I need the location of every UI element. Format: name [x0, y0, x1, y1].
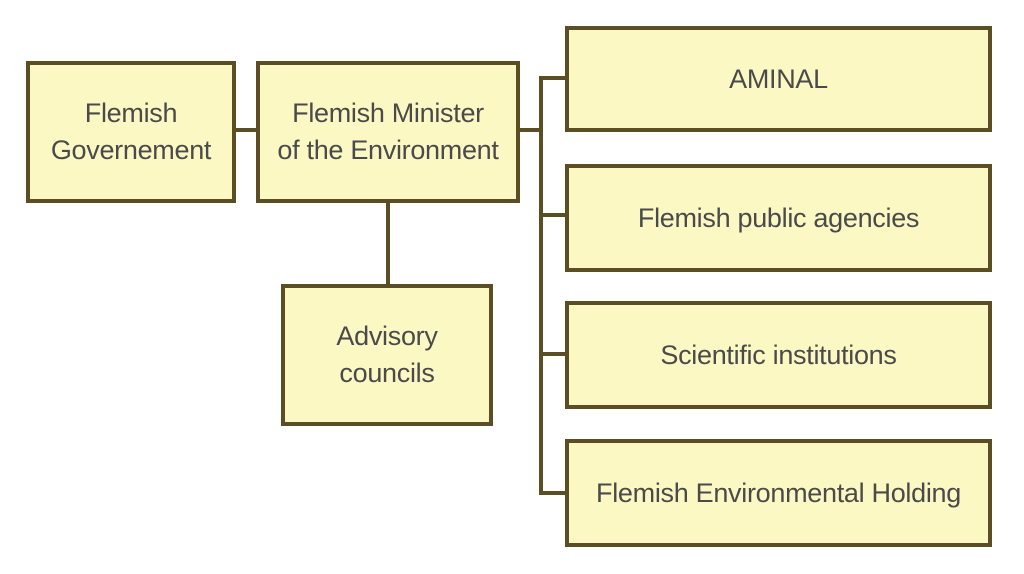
- connector-minister-advisory: [386, 200, 390, 287]
- connector-trunk-aminal: [539, 76, 569, 80]
- node-flemish-government-label: Flemish Governement: [50, 98, 212, 165]
- node-environmental-holding-label: Flemish Environmental Holding: [596, 477, 961, 508]
- connector-trunk-scientific-institutions: [539, 352, 569, 356]
- connector-minister-trunk: [516, 128, 542, 132]
- node-environmental-holding: Flemish Environmental Holding: [565, 439, 992, 547]
- node-public-agencies: Flemish public agencies: [565, 164, 992, 272]
- node-aminal: AMINAL: [565, 26, 992, 132]
- node-advisory-councils: Advisory councils: [281, 284, 493, 426]
- node-minister: Flemish Minister of the Environment: [256, 61, 520, 203]
- connector-vertical-trunk: [539, 76, 543, 495]
- node-advisory-councils-label: Advisory councils: [336, 321, 438, 388]
- connector-trunk-environmental-holding: [539, 491, 569, 495]
- node-public-agencies-label: Flemish public agencies: [637, 202, 920, 233]
- node-flemish-government: Flemish Governement: [26, 61, 236, 203]
- connector-trunk-public-agencies: [539, 213, 569, 217]
- connector-government-minister: [232, 128, 260, 132]
- node-scientific-institutions-label: Scientific institutions: [660, 339, 897, 370]
- node-aminal-label: AMINAL: [729, 63, 828, 94]
- node-scientific-institutions: Scientific institutions: [565, 301, 992, 409]
- node-minister-label: Flemish Minister of the Environment: [277, 98, 499, 165]
